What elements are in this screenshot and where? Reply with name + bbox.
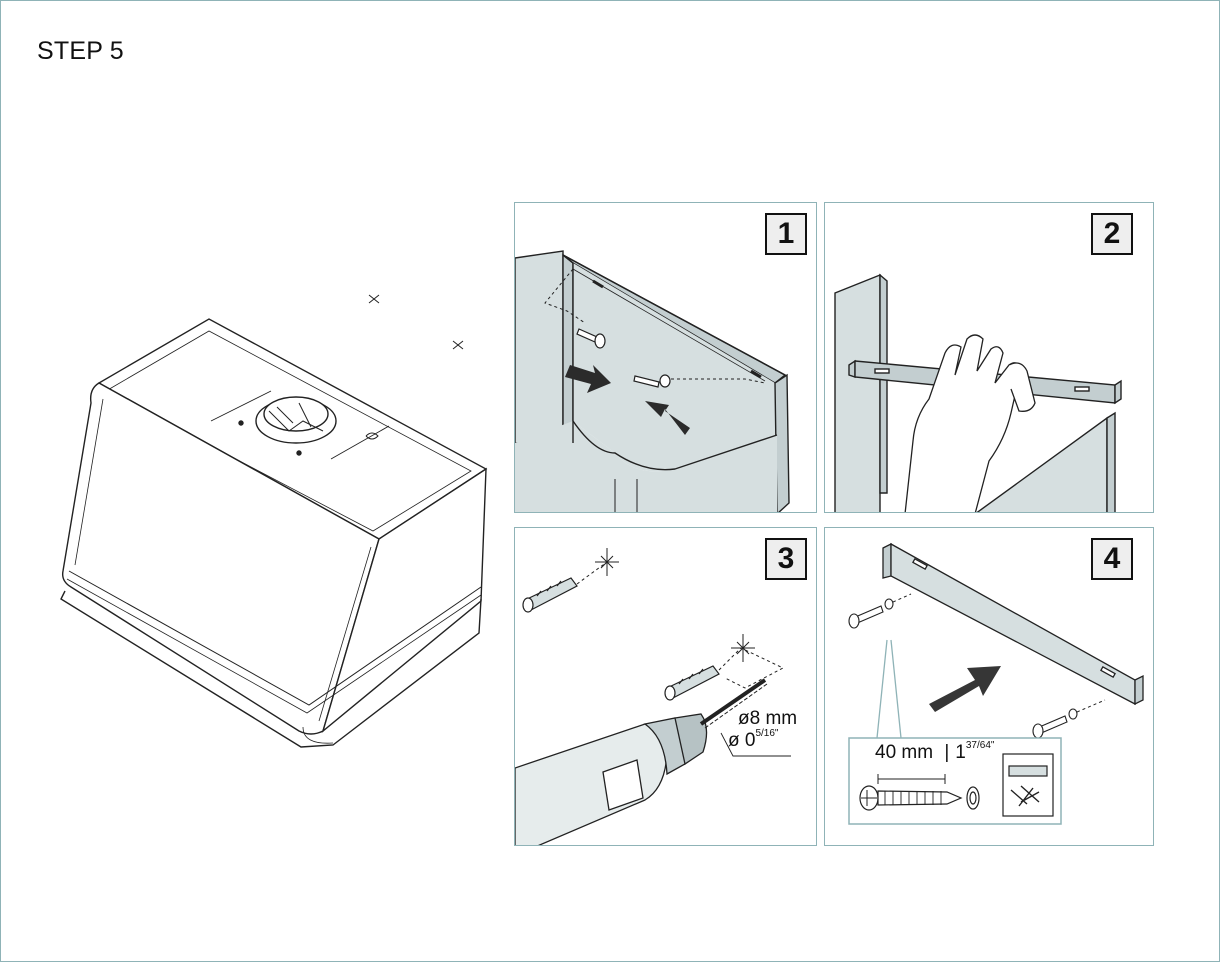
push-arrow	[929, 666, 1001, 712]
screw-length-imperial-whole: 1	[955, 742, 966, 763]
panel-3-illustration	[515, 548, 791, 845]
panel-4-number-badge: 4	[1091, 538, 1133, 580]
hand-holding-bracket	[904, 334, 1036, 512]
screw-length-imperial-fraction: 37/64"	[965, 740, 995, 751]
drill-size-imperial: ø 05/16"	[728, 728, 779, 752]
screw-length-separator: |	[944, 742, 950, 763]
panel-4: 40 mm |137/64" 4	[824, 527, 1154, 846]
panel-2-illustration	[834, 273, 1122, 512]
panel-3: ø8 mm ø 05/16" 3	[514, 527, 817, 846]
push-arrow-right	[645, 401, 690, 435]
screw-length-metric: 40 mm	[875, 742, 934, 763]
drill-mark-right	[452, 340, 464, 350]
parts-bag-icon	[1002, 753, 1054, 817]
drill-mark-left	[368, 294, 380, 304]
drill-tool	[515, 678, 768, 845]
drill-size-imperial-fraction: 5/16"	[755, 728, 779, 739]
screw-length-label: 40 mm |137/64"	[875, 740, 995, 764]
panel-4-illustration	[848, 542, 1144, 825]
mounting-bracket	[882, 542, 1144, 706]
panel-2-number-badge: 2	[1091, 213, 1133, 255]
panel-3-number-badge: 3	[765, 538, 807, 580]
step-title: STEP 5	[37, 37, 124, 65]
drill-size-imperial-prefix: ø 0	[728, 730, 756, 751]
drill-size-metric: ø8 mm	[738, 708, 798, 729]
push-arrow-left	[565, 365, 611, 393]
panel-2: 2	[824, 202, 1154, 513]
panel-1-number-badge: 1	[765, 213, 807, 255]
screw-detail	[859, 785, 980, 811]
wall-plug-lower	[664, 665, 720, 701]
wall-plug-upper	[522, 577, 578, 613]
panel-1-illustration	[515, 250, 790, 512]
range-hood-illustration	[60, 294, 488, 748]
panel-1: 1	[514, 202, 817, 513]
